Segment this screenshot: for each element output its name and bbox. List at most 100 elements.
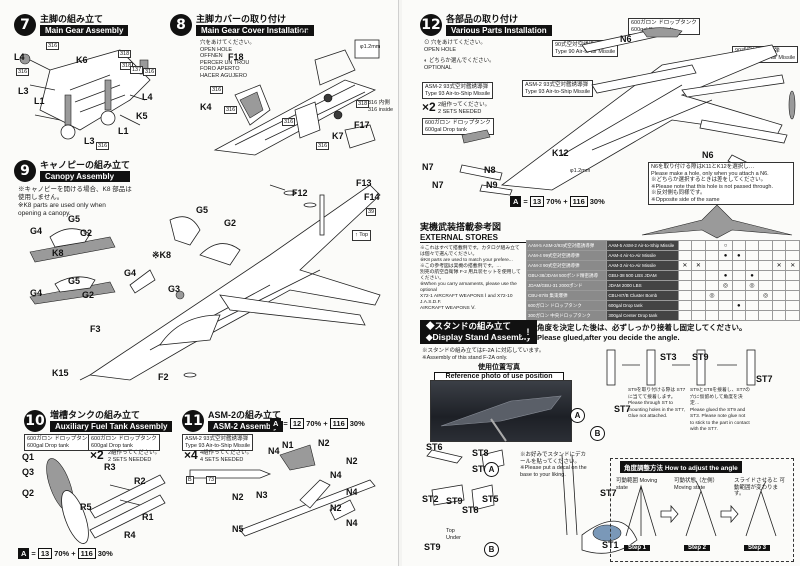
stores-cell bbox=[758, 260, 773, 271]
stores-cell bbox=[691, 270, 706, 281]
step8-illustration bbox=[213, 39, 380, 156]
part-ST9c: ST9 bbox=[692, 352, 709, 362]
part-ST6: ST6 bbox=[426, 442, 443, 452]
paint8-e: 318 bbox=[356, 100, 370, 108]
paint-316-a: 316 bbox=[46, 42, 60, 50]
stores-cell bbox=[677, 250, 693, 261]
fuel-tank-drawing bbox=[46, 458, 166, 544]
stand-title-en: Display Stand Assembly bbox=[432, 332, 531, 342]
part-ST3: ST3 bbox=[472, 464, 489, 474]
part-N9: N9 bbox=[486, 180, 498, 190]
part-L4: L4 bbox=[14, 52, 25, 62]
part-N2-c: N2 bbox=[232, 492, 244, 502]
part-K4: K4 bbox=[200, 102, 212, 112]
part-R2: R2 bbox=[134, 476, 146, 486]
stores-cell bbox=[677, 270, 693, 281]
part-ST9b: ST9 bbox=[424, 542, 441, 552]
stores-cell: ◎ bbox=[718, 280, 733, 291]
decal-73: 73 bbox=[206, 476, 217, 484]
stores-cell: ● bbox=[731, 300, 746, 311]
stores-cell bbox=[677, 290, 693, 301]
stores-cell: ✕ bbox=[691, 260, 706, 271]
stores-cell bbox=[704, 260, 720, 271]
marker-A-2: A bbox=[570, 408, 585, 423]
step9-header: 9 キャノピーの組み立て Canopy Assembly bbox=[14, 160, 131, 182]
stores-cell bbox=[718, 290, 733, 301]
left-page: 7 主脚の組み立て Main Gear Assembly L4 K6 L3 L1… bbox=[0, 0, 399, 566]
aircraft-top-view bbox=[79, 184, 381, 381]
stores-cell bbox=[691, 250, 706, 261]
stores-cell: ◎ bbox=[758, 290, 773, 301]
step12-aircraft-drawing bbox=[459, 27, 796, 196]
part-F14: F14 bbox=[364, 192, 380, 202]
stores-title-jp: 実機武装搭載参考図 bbox=[420, 222, 502, 232]
st9-note: ST9を取り付ける際は ST7に当てて接着します。Please through … bbox=[628, 388, 686, 419]
part-G5: G5 bbox=[196, 205, 209, 215]
part-F1: F1 bbox=[300, 28, 311, 38]
step7-header: 7 主脚の組み立て Main Gear Assembly bbox=[14, 14, 129, 36]
step9-note: ※キャノピーを開ける場合、K8 部品は使用しません。 ※K8 parts are… bbox=[18, 186, 132, 217]
part-N3: N3 bbox=[256, 490, 268, 500]
stores-cell bbox=[731, 240, 746, 251]
top-indicator: ↑ Top bbox=[352, 230, 372, 241]
stores-cell bbox=[704, 240, 720, 251]
part-G5-b: G5 bbox=[68, 276, 81, 286]
stores-cell bbox=[785, 300, 800, 311]
decal-39: 39 bbox=[366, 208, 377, 216]
part-N4-b: N4 bbox=[330, 470, 342, 480]
part-F12: F12 bbox=[292, 188, 308, 198]
stores-cell bbox=[731, 270, 746, 281]
paint8-c: 316 bbox=[282, 118, 296, 126]
stores-cell bbox=[758, 300, 773, 311]
stores-cell: ✕ bbox=[785, 260, 800, 271]
stores-cell: ● bbox=[718, 270, 733, 281]
right-page: 12 各部品の取り付け Various Parts Installation ⊙… bbox=[402, 0, 800, 566]
stores-cell bbox=[785, 270, 800, 281]
part-N4-a: N4 bbox=[268, 446, 280, 456]
stores-cell bbox=[691, 300, 706, 311]
stores-cell bbox=[785, 240, 800, 251]
part-N6-b: N6 bbox=[702, 150, 714, 160]
stores-cell bbox=[744, 290, 760, 301]
external-stores-header: 実機武装搭載参考図 EXTERNAL STORES bbox=[420, 222, 530, 243]
decal-B: B bbox=[186, 476, 194, 484]
stores-row-jp: AAM-5 ASM-2/93式空対艦誘導弾 bbox=[525, 240, 608, 251]
step10-title-en: Auxiliary Fuel Tank Assembly bbox=[50, 421, 173, 432]
stores-row-en: CBU-87/B Cluster Bomb bbox=[606, 290, 679, 301]
stores-cell bbox=[704, 280, 720, 291]
angle-steps-drawing bbox=[625, 480, 777, 537]
stores-cell bbox=[677, 280, 693, 291]
stand-note: ※スタンドの組み立てはF-2A に対応しています。※Assembly of th… bbox=[422, 348, 545, 361]
stores-row-jp: AAM-4 99式空対空誘導弾 bbox=[525, 250, 608, 261]
stores-aircraft-silhouette bbox=[641, 204, 793, 239]
paint-316-b: 316 bbox=[16, 68, 30, 76]
stores-cell bbox=[744, 240, 760, 251]
step12-x2: ×2 bbox=[422, 100, 436, 114]
st7-note: ST9とST8を接着し、ST7の穴に仮留めして角度を決定…Please glue… bbox=[690, 388, 750, 432]
x2-note: 2組作ってください。2 SETS NEEDED bbox=[108, 450, 161, 463]
stores-cell: ◎ bbox=[704, 290, 720, 301]
stores-cell bbox=[677, 300, 693, 311]
part-N2-b: N2 bbox=[346, 456, 358, 466]
stores-row-jp: GBU-38/JDAM 500ポンド精密誘導 bbox=[525, 270, 608, 281]
stores-cell bbox=[704, 250, 720, 261]
part-F17: F17 bbox=[354, 120, 370, 130]
part-Q1: Q1 bbox=[22, 452, 35, 462]
stand-title-jp: スタンドの組み立て bbox=[434, 321, 512, 331]
part-N4-c: N4 bbox=[346, 487, 358, 497]
marker-A-1: A bbox=[484, 462, 499, 477]
stores-intro: ※これはすべて搭載例です。カタログ組み立ては個々で選んでください。※K8 par… bbox=[420, 246, 521, 311]
step10-header: 10 増槽タンクの組み立て Auxiliary Fuel Tank Assemb… bbox=[24, 410, 173, 432]
part-K8-marked: ※K8 bbox=[152, 250, 172, 260]
stores-cell bbox=[744, 310, 760, 321]
stores-cell bbox=[718, 260, 733, 271]
stand-header: ◆スタンドの組み立て◆Display Stand Assembly bbox=[420, 320, 537, 344]
part-N2-a: N2 bbox=[318, 438, 330, 448]
step8-title-en: Main Gear Cover Installation bbox=[196, 25, 315, 36]
step9-title-jp: キャノピーの組み立て bbox=[40, 160, 131, 170]
stores-title-en: EXTERNAL STORES bbox=[420, 233, 530, 243]
